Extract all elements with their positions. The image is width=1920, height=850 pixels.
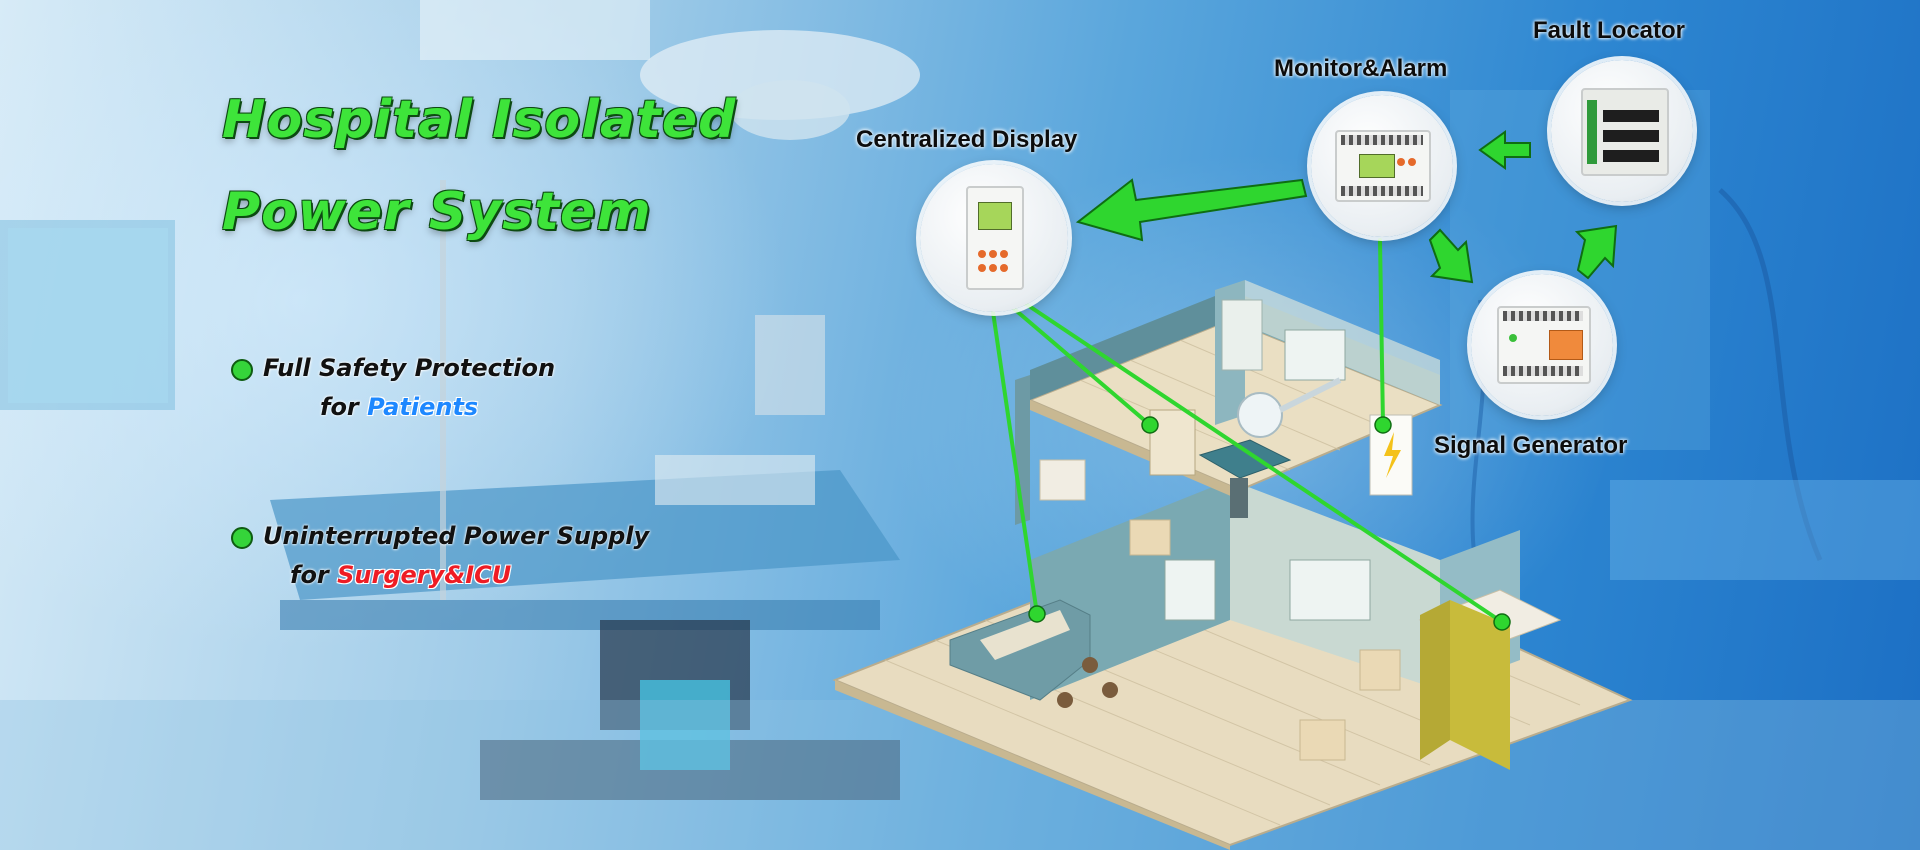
lightning-bolt-icon — [1384, 432, 1401, 478]
signal-generator-device — [1471, 274, 1613, 416]
feature-1-title: Full Safety Protection — [263, 354, 556, 382]
fault-locator-device — [1551, 60, 1693, 202]
connection-node — [1028, 605, 1046, 623]
arrow-icon — [1428, 228, 1474, 284]
bullet-dot-icon — [231, 527, 253, 549]
arrow-icon — [1075, 178, 1308, 242]
bullet-dot-icon — [231, 359, 253, 381]
feature-1-highlight: Patients — [367, 393, 479, 421]
feature-2-subtitle: for Surgery&ICU — [290, 561, 512, 589]
feature-2-title: Uninterrupted Power Supply — [263, 522, 650, 550]
feature-1-subtitle: for Patients — [320, 393, 479, 421]
centralized-display-device — [920, 164, 1068, 312]
arrow-icon — [1478, 130, 1531, 170]
label-monitor-alarm: Monitor&Alarm — [1274, 55, 1448, 82]
feature-2-highlight: Surgery&ICU — [337, 561, 512, 589]
connection-node — [1141, 416, 1159, 434]
label-signal-generator: Signal Generator — [1434, 432, 1628, 459]
connection-node — [1374, 416, 1392, 434]
label-centralized-display: Centralized Display — [856, 126, 1078, 153]
headline-line-2: Power System — [222, 182, 652, 242]
monitor-alarm-device — [1311, 95, 1453, 237]
arrow-icon — [1574, 224, 1618, 280]
connection-node — [1493, 613, 1511, 631]
label-fault-locator: Fault Locator — [1533, 17, 1686, 44]
headline-line-1: Hospital Isolated — [222, 90, 737, 150]
